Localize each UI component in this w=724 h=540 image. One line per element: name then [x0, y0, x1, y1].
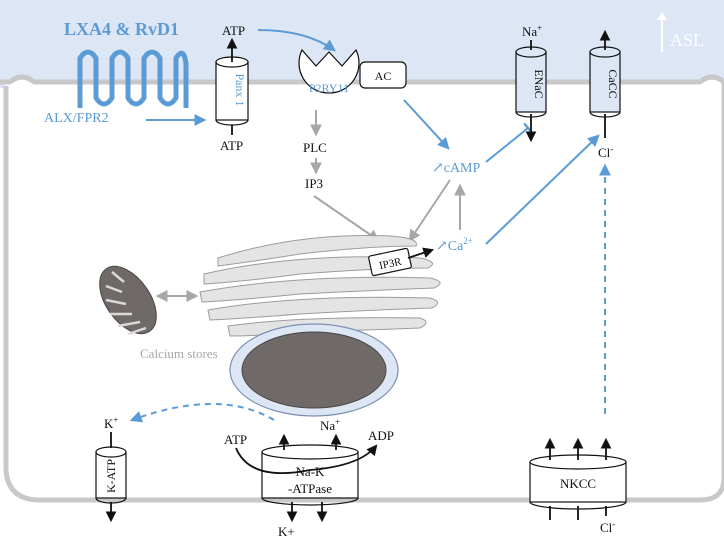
ip3r-label: IP3R: [378, 256, 403, 273]
k-katp-label: K+: [104, 415, 118, 431]
na-pump-label: Na+: [320, 417, 340, 433]
nak-line2-label: -ATPase: [288, 481, 332, 496]
mitochondrion: [99, 265, 157, 336]
pump-to-katp-dashed-arrow: [129, 403, 275, 423]
ac-label: AC: [375, 69, 392, 83]
ip3r-to-ca-arrow: [407, 247, 435, 259]
k-atp-channel: K-ATP: [95, 446, 127, 504]
atp-to-p2ry11-arrow: [257, 29, 336, 52]
asl-arrow-head: [657, 12, 667, 20]
ip3r-receptor: IP3R: [368, 247, 412, 277]
p2ry11-label: P2RY11: [309, 81, 349, 95]
ac-enzyme: [359, 61, 407, 89]
ac-to-camp-arrow: [403, 99, 450, 150]
na-k-atpase-pump: Na-K -ATPase: [261, 444, 359, 506]
ca-to-cacc-arrow: [485, 134, 600, 245]
nkcc-label: NKCC: [560, 476, 596, 491]
enac-channel: ENaC: [515, 46, 547, 118]
plc-label: PLC: [303, 140, 327, 155]
camp-inhibits-enac: [485, 122, 533, 163]
nucleus: [241, 331, 387, 409]
k-pump-bottom-label: K+: [278, 524, 295, 539]
panx1-channel: Panx 1: [215, 56, 249, 126]
panx1-label: Panx 1: [233, 74, 247, 107]
alx-fpr2-label: ALX/FPR2: [44, 111, 109, 126]
enac-label: ENaC: [532, 69, 546, 98]
ca2-label: ↗Ca2+: [436, 236, 473, 254]
camp-to-er-arrow: [408, 179, 451, 242]
adp-label: ADP: [368, 428, 394, 443]
atp-pump-label: ATP: [224, 432, 247, 447]
atp-top-label: ATP: [222, 23, 245, 38]
k-atp-label: K-ATP: [104, 459, 118, 493]
alx-fpr2-receptor: [77, 49, 189, 108]
cacc-channel: CaCC: [589, 46, 621, 118]
lxa4-rvd1-label: LXA4 & RvD1: [64, 19, 179, 39]
ip3-to-er-arrow: [313, 195, 380, 242]
atp-panx-bottom-label: ATP: [220, 138, 243, 153]
calcium-stores-label: Calcium stores: [140, 346, 218, 361]
cl-cacc-label: Cl-: [598, 144, 613, 160]
cacc-label: CaCC: [606, 69, 620, 98]
na-enac-label: Na+: [522, 23, 542, 39]
nak-line1-label: Na-K: [296, 464, 325, 479]
p2ry11-receptor: [298, 48, 360, 94]
nkcc-cotransporter: NKCC: [529, 454, 627, 510]
atp-to-adp-arrow: [235, 444, 378, 474]
camp-label: ↗cAMP: [432, 161, 481, 176]
cl-nkcc-label: Cl-: [600, 519, 615, 535]
ip3-label: IP3: [305, 176, 323, 191]
asl-label: ASL: [670, 30, 704, 50]
